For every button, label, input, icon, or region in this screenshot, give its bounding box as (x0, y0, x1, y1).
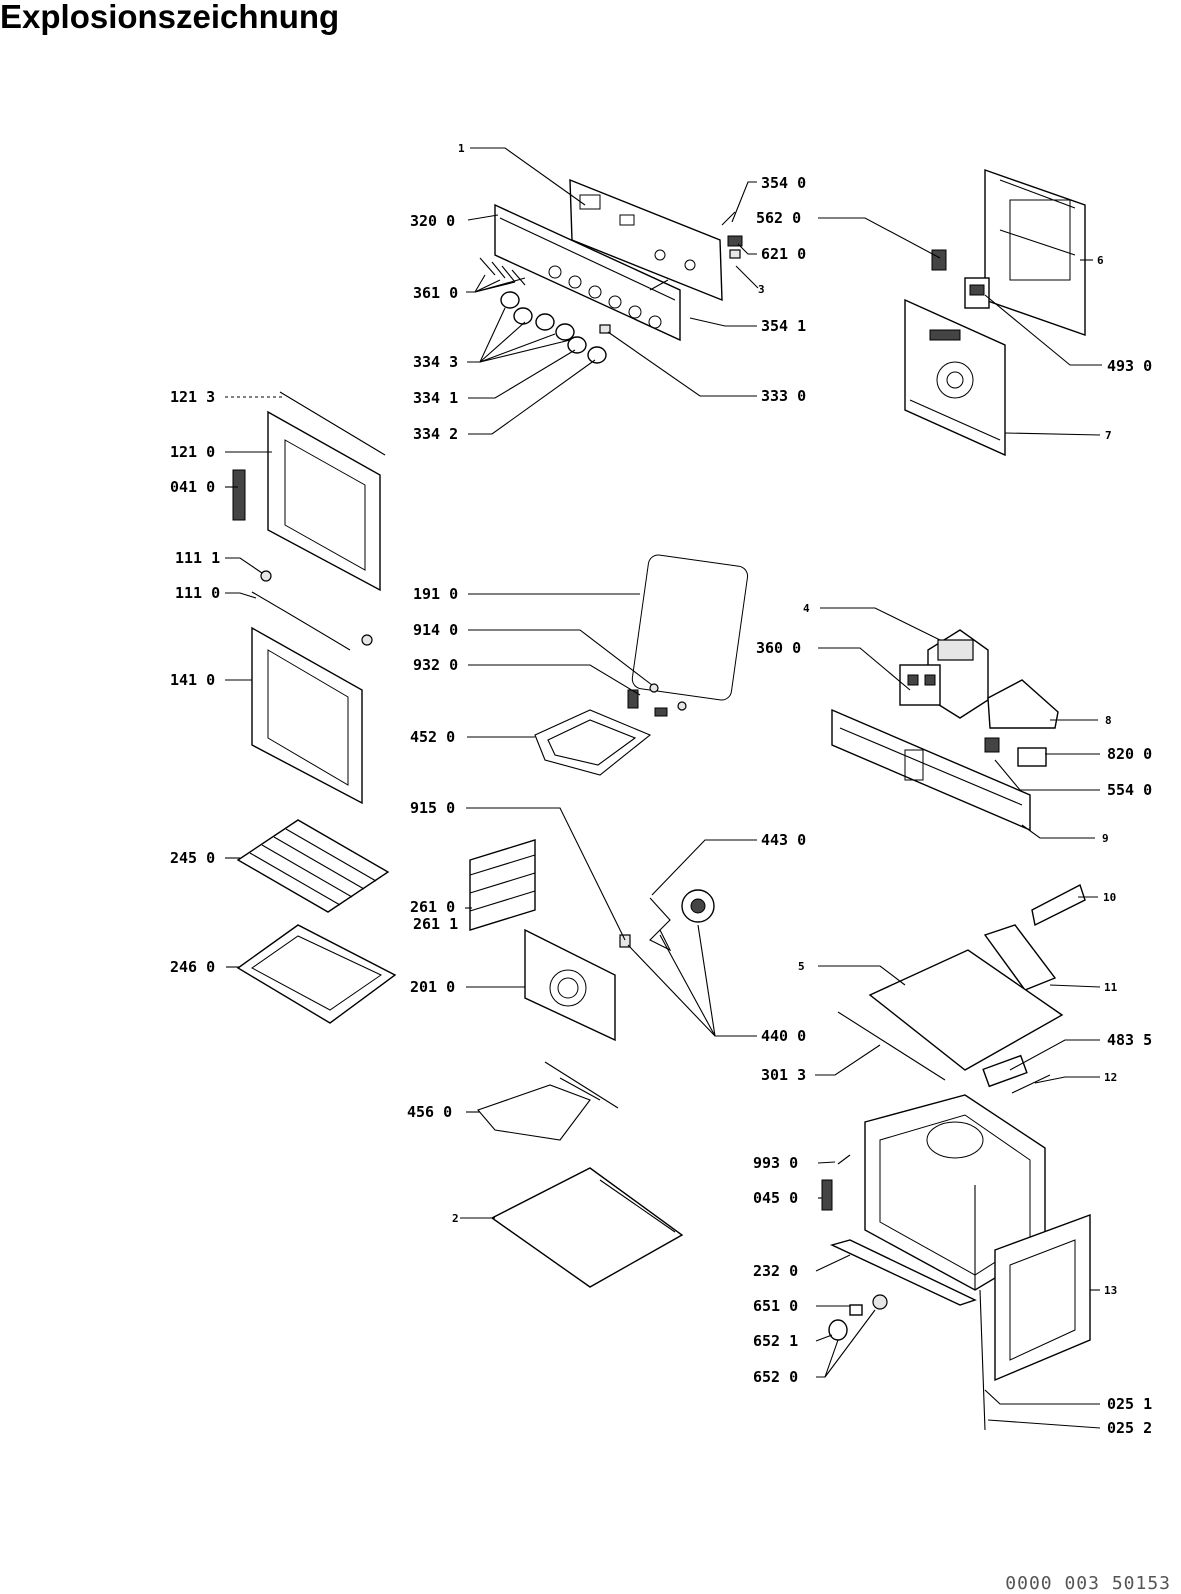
part-heating-element (534, 683, 687, 776)
label-261-0: 261 0 (410, 898, 455, 916)
part-screw-993 (837, 1154, 851, 1165)
drawing-reference-number: 0000 003 50153 (1005, 1573, 1171, 1594)
label-652-0: 652 0 (753, 1368, 798, 1386)
part-bracket-11 (983, 924, 1057, 991)
part-oven-rack (236, 819, 390, 913)
label-820-0: 820 0 (1107, 745, 1152, 763)
part-top-plate (868, 949, 1064, 1071)
label-2: 2 (452, 1212, 459, 1225)
part-bracket-10 (1031, 884, 1086, 927)
page-title: Explosionszeichnung (0, 0, 340, 35)
label-914-0: 914 0 (413, 621, 458, 639)
part-baking-tray (236, 924, 397, 1024)
label-440-0: 440 0 (761, 1027, 806, 1045)
label-360-0: 360 0 (756, 639, 801, 657)
part-control-panel (494, 203, 681, 342)
label-191-0: 191 0 (413, 585, 458, 603)
part-side-strip (837, 1011, 946, 1081)
part-rod-12 (1011, 1074, 1051, 1094)
part-thermostat (931, 249, 990, 309)
part-rear-panel (984, 169, 1086, 336)
label-141-0: 141 0 (170, 671, 215, 689)
part-front-frame (831, 708, 1031, 832)
part-bottom-strip (829, 1239, 977, 1306)
label-652-1: 652 1 (753, 1332, 798, 1350)
label-8: 8 (1105, 714, 1112, 727)
part-fan-cover (524, 928, 616, 1042)
label-121-3: 121 3 (170, 388, 215, 406)
part-handle (251, 570, 373, 651)
label-10: 10 (1103, 891, 1116, 904)
part-fan-motor (619, 889, 715, 952)
label-651-0: 651 0 (753, 1297, 798, 1315)
part-screws (479, 257, 526, 286)
label-12: 12 (1104, 1071, 1117, 1084)
part-terminal-box (927, 629, 989, 719)
label-993-0: 993 0 (753, 1154, 798, 1172)
label-483-5: 483 5 (1107, 1031, 1152, 1049)
label-11: 11 (1104, 981, 1118, 994)
part-door-glass (251, 626, 363, 805)
label-493-0: 493 0 (1107, 357, 1152, 375)
part-cover-plate (987, 679, 1059, 729)
label-201-0: 201 0 (410, 978, 455, 996)
label-13: 13 (1104, 1284, 1117, 1297)
part-shelf-rails (469, 839, 536, 931)
label-045-0: 045 0 (753, 1189, 798, 1207)
part-hinge-045 (821, 1179, 833, 1211)
label-5: 5 (798, 960, 805, 973)
part-bottom-plate (490, 1167, 684, 1288)
label-334-2: 334 2 (413, 425, 458, 443)
label-452-0: 452 0 (410, 728, 455, 746)
label-334-3: 334 3 (413, 353, 458, 371)
leader-lines (225, 147, 1102, 1429)
label-562-0: 562 0 (756, 209, 801, 227)
part-door-inner (267, 391, 386, 592)
label-232-0: 232 0 (753, 1262, 798, 1280)
part-labels: 1 320 0 354 0 562 0 621 0 3 361 0 354 1 … (170, 142, 1152, 1437)
label-3: 3 (758, 283, 765, 296)
label-261-1: 261 1 (413, 915, 458, 933)
part-terminal-block (982, 1054, 1028, 1088)
label-621-0: 621 0 (761, 245, 806, 263)
label-301-3: 301 3 (761, 1066, 806, 1084)
label-246-0: 246 0 (170, 958, 215, 976)
part-selector-switch (899, 664, 941, 706)
label-9: 9 (1102, 832, 1109, 845)
label-334-1: 334 1 (413, 389, 458, 407)
label-6: 6 (1097, 254, 1104, 267)
label-121-0: 121 0 (170, 443, 215, 461)
label-554-0: 554 0 (1107, 781, 1152, 799)
part-side-rail (979, 1289, 986, 1431)
part-grill-element (477, 1061, 619, 1141)
part-switch-small (599, 211, 743, 334)
label-7: 7 (1105, 429, 1112, 442)
label-1: 1 (458, 142, 465, 155)
label-915-0: 915 0 (410, 799, 455, 817)
part-side-panel (994, 1213, 1091, 1382)
label-456-0: 456 0 (407, 1103, 452, 1121)
label-4: 4 (803, 602, 810, 615)
label-333-0: 333 0 (761, 387, 806, 405)
label-111-0: 111 0 (175, 584, 220, 602)
label-025-2: 025 2 (1107, 1419, 1152, 1437)
label-932-0: 932 0 (413, 656, 458, 674)
label-111-1: 111 1 (175, 549, 220, 567)
part-fan-panel (904, 298, 1006, 457)
label-354-0: 354 0 (761, 174, 806, 192)
part-relay (984, 737, 1047, 767)
label-245-0: 245 0 (170, 849, 215, 867)
label-354-1: 354 1 (761, 317, 806, 335)
label-025-1: 025 1 (1107, 1395, 1152, 1413)
label-041-0: 041 0 (170, 478, 215, 496)
label-320-0: 320 0 (410, 212, 455, 230)
label-361-0: 361 0 (413, 284, 458, 302)
label-443-0: 443 0 (761, 831, 806, 849)
part-hinge (232, 469, 246, 521)
part-door-seal (631, 554, 749, 701)
part-knobs (500, 291, 607, 364)
